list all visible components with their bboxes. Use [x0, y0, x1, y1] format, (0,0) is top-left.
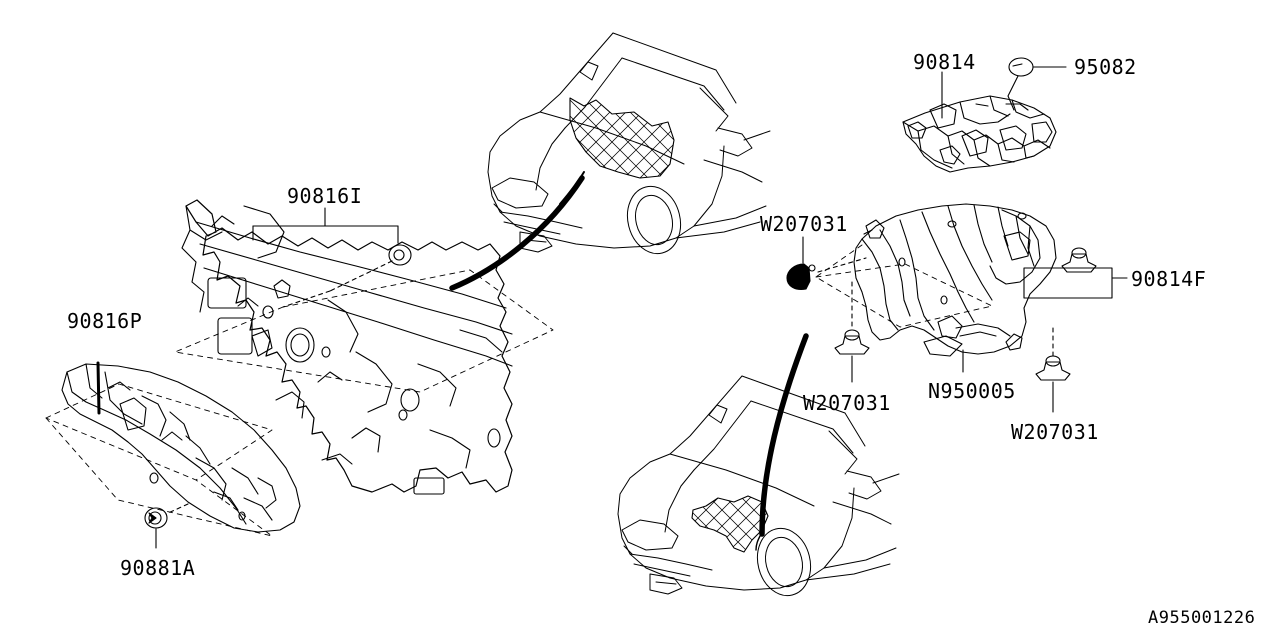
projection-plane-90816P [45, 383, 273, 481]
callout-label-90814: 90814 [913, 50, 976, 74]
callout-label-W207031-left: W207031 [803, 391, 891, 415]
pointer-arc-lower-tip [755, 535, 761, 551]
callout-label-90816I: 90816I [287, 184, 363, 208]
callout-label-90816P: 90816P [67, 309, 143, 333]
part-90816I-dash-insulator [181, 199, 513, 495]
hatched-insulator-region-bottom [691, 495, 769, 553]
callout-label-90881A: 90881A [120, 556, 196, 580]
pointer-arc-upper-tip [559, 171, 585, 205]
callout-label-W207031-top: W207031 [760, 212, 848, 236]
callout-label-95082: 95082 [1074, 55, 1137, 79]
callout-bracket-90814F [1023, 247, 1128, 299]
vehicle-bottom-illustration [617, 375, 900, 597]
callout-W207031-right [1035, 327, 1071, 413]
pointer-arc-upper [449, 175, 585, 291]
projection-plane-90816P-b [45, 417, 273, 537]
callout-bracket-90816I [174, 207, 554, 393]
part-90816P-lower-insulator [61, 361, 301, 533]
projection-plane-90814F [815, 244, 993, 328]
pointer-arc-lower [759, 333, 809, 537]
callout-W207031-top [786, 236, 867, 290]
callout-label-N950005: N950005 [928, 379, 1016, 403]
callout-W207031-left [834, 281, 870, 383]
part-90814-tunnel-insulator [902, 95, 1057, 173]
callout-95082 [1007, 57, 1067, 111]
callout-90881A [144, 503, 189, 549]
callout-label-90814F: 90814F [1131, 267, 1207, 291]
part-90814F-floor-insulator [853, 203, 1057, 357]
hatched-insulator-region-top [569, 97, 675, 179]
vehicle-top-illustration [487, 32, 771, 255]
diagram-reference-number: A955001226 [1148, 608, 1256, 628]
callout-label-W207031-right: W207031 [1011, 420, 1099, 444]
